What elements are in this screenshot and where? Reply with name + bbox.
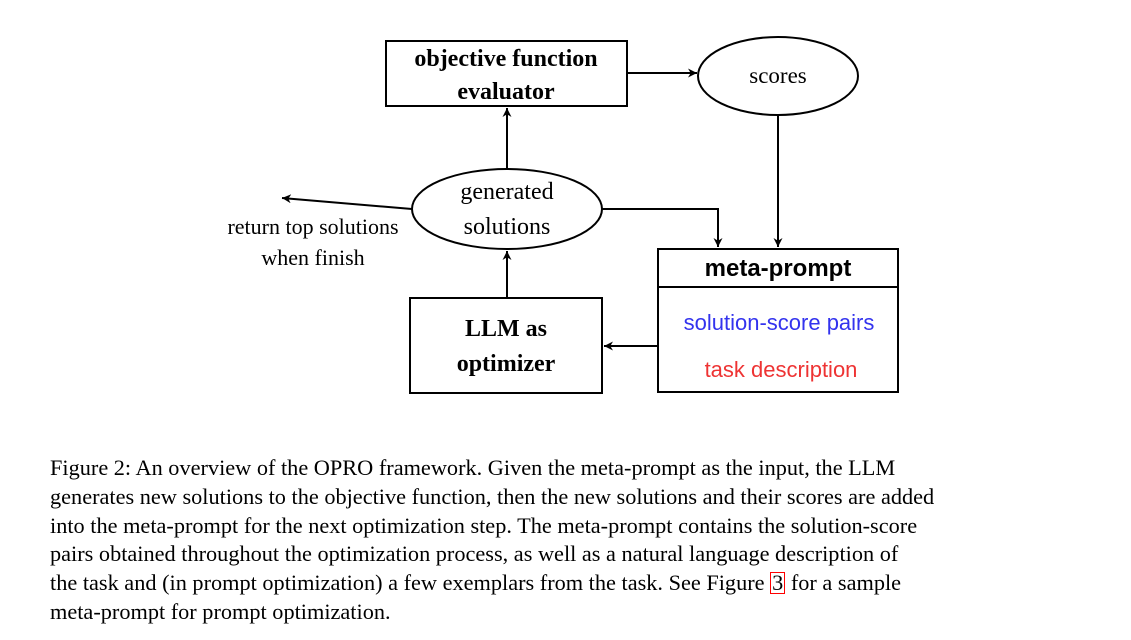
llm-optimizer-line1: LLM as xyxy=(465,316,547,342)
evaluator-box xyxy=(385,40,628,107)
caption-line-2: generates new solutions to the objective… xyxy=(50,483,935,509)
llm-optimizer-line2: optimizer xyxy=(457,351,556,377)
return-note-line2: when finish xyxy=(261,245,364,270)
return-note: return top solutions when finish xyxy=(227,214,398,270)
meta-prompt-node: meta-prompt solution-score pairs task de… xyxy=(657,248,899,393)
arrow-generated-to-return xyxy=(281,194,413,210)
evaluator-node: objective function evaluator xyxy=(385,40,628,107)
caption-line-4: pairs obtained throughout the optimizati… xyxy=(50,541,899,567)
figure-caption: Figure 2: An overview of the OPRO framew… xyxy=(50,454,1090,627)
caption-line-5-after: for a sample xyxy=(785,570,902,596)
generated-solutions-line2: solutions xyxy=(464,214,551,240)
evaluator-label-line2: evaluator xyxy=(457,79,555,105)
caption-line-3: into the meta-prompt for the next optimi… xyxy=(50,512,918,538)
caption-line-5-before: the task and (in prompt optimization) a … xyxy=(50,570,771,596)
generated-solutions-line1: generated xyxy=(460,179,553,205)
scores-node: scores xyxy=(697,36,859,116)
caption-line-6: meta-prompt for prompt optimization. xyxy=(50,598,391,624)
caption-line-5: the task and (in prompt optimization) a … xyxy=(50,569,1090,598)
llm-optimizer-node: LLM as optimizer xyxy=(409,297,603,394)
generated-solutions-node: generated solutions xyxy=(411,168,603,250)
scores-label: scores xyxy=(749,63,807,88)
caption-line-1: Figure 2: An overview of the OPRO framew… xyxy=(50,455,896,480)
meta-prompt-box xyxy=(657,248,899,393)
llm-optimizer-box xyxy=(409,297,603,394)
meta-prompt-title: meta-prompt xyxy=(705,255,852,282)
evaluator-label-line1: objective function xyxy=(414,46,597,72)
figure-reference-link[interactable]: 3 xyxy=(770,570,786,596)
return-note-line1: return top solutions xyxy=(227,214,398,239)
arrow-generated-to-meta-prompt xyxy=(602,208,723,247)
solution-score-pairs-label: solution-score pairs xyxy=(684,310,875,335)
task-description-label: task description xyxy=(705,357,858,382)
opro-diagram: objective function evaluator scores gene… xyxy=(227,36,899,394)
edges xyxy=(281,68,783,351)
